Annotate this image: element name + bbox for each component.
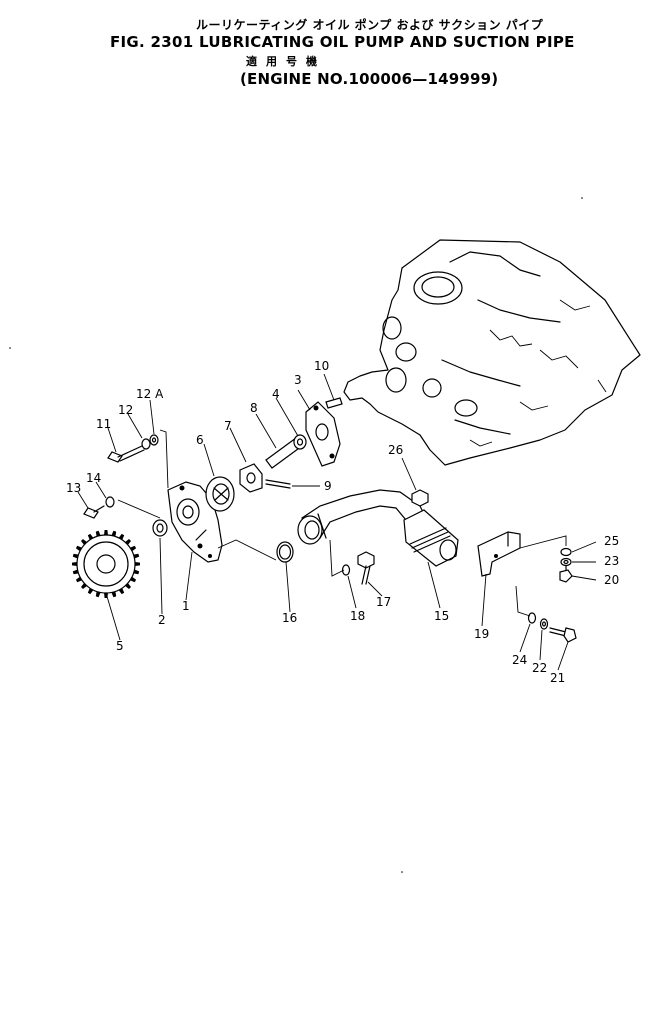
pump-cover [305,401,341,467]
label-part-7: 7 [224,419,232,433]
label-part-5: 5 [116,639,124,653]
strainer-bracket [477,531,521,577]
label-part-9: 9 [324,479,332,493]
label-part-6: 6 [196,433,204,447]
washer-12a [149,434,159,446]
label-part-25: 25 [604,534,619,548]
engine-number-range: (ENGINE NO.100006—149999) [240,70,499,88]
shaft-pin [265,479,291,489]
bolt-21 [549,627,577,643]
washer-23 [560,557,572,567]
label-part-2: 2 [158,613,166,627]
label-part-16: 16 [282,611,297,625]
label-part-14: 14 [86,471,101,485]
label-part-12: 12 [118,403,133,417]
washer-12 [141,438,151,450]
washer-18 [341,564,351,576]
label-part-3: 3 [294,373,302,387]
washer-22 [539,618,549,630]
label-part-12a: 12 A [136,387,164,401]
label-part-24: 24 [512,653,527,667]
label-part-19: 19 [474,627,489,641]
drive-gear [72,530,140,598]
label-part-18: 18 [350,609,365,623]
leader-bolt-17 [329,539,345,577]
o-ring [276,541,294,563]
scan-specks [9,197,583,873]
part-labels: 1 2 3 4 5 6 7 8 9 10 11 12 12 A 13 14 15… [66,359,619,685]
leader-bolt-11 [159,429,169,489]
label-part-23: 23 [604,554,619,568]
bolt-17 [357,551,375,585]
label-part-21: 21 [550,671,565,685]
dowel-pin [325,397,343,409]
bushing [152,519,168,537]
label-part-26: 26 [388,443,403,457]
washer-25 [560,547,572,557]
bolt-13 [83,505,105,519]
leader-bolt-20 [519,535,567,549]
bolt-11 [107,445,145,463]
label-part-17: 17 [376,595,391,609]
inner-rotor [239,463,263,493]
label-part-13: 13 [66,481,81,495]
applicable-serials-label: 適用号機 [246,55,326,68]
washer-14 [105,496,115,508]
leader-o-ring [217,539,277,561]
label-part-10: 10 [314,359,329,373]
figure-title: FIG. 2301 LUBRICATING OIL PUMP AND SUCTI… [110,33,575,51]
label-part-11: 11 [96,417,111,431]
title-japanese: ルーリケーティング オイル ポンプ および サクション パイプ [196,18,544,32]
nut-26 [411,489,429,507]
leader-bolt-21 [515,585,531,617]
label-part-20: 20 [604,573,619,587]
label-part-1: 1 [182,599,190,613]
label-part-15: 15 [434,609,449,623]
oil-strainer [403,509,459,567]
callout-lines [77,373,597,671]
label-part-4: 4 [272,387,280,401]
outer-rotor [205,476,235,512]
label-part-8: 8 [250,401,258,415]
bolt-20 [559,565,573,583]
leader-bolt-13 [117,499,161,519]
engine-block [343,239,641,466]
cover-bushing [293,434,307,450]
label-part-22: 22 [532,661,547,675]
washer-24 [527,612,537,624]
